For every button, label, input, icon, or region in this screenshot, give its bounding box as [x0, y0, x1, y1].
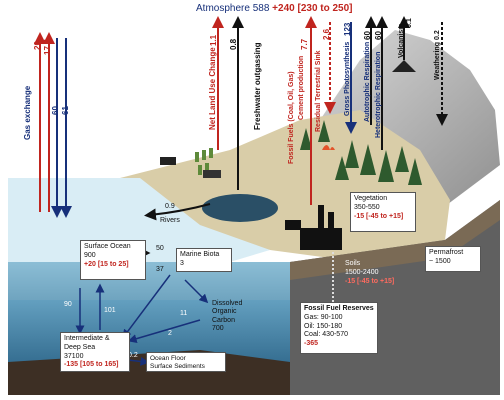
lake [202, 194, 278, 222]
weathering-label: Weathering [434, 42, 441, 80]
deep-sea-delta: -135 [105 to 165] [64, 361, 119, 369]
soils-delta: -15 [-45 to +15] [345, 277, 395, 285]
flow-37: 37 [156, 266, 164, 273]
atmosphere-delta: +240 [272, 3, 295, 14]
forest [300, 120, 422, 185]
vegetation-value: 350-550 [354, 203, 380, 211]
freshwater-value: 0.8 [229, 38, 238, 50]
residual-sink-label: Residual Terrestrial Sink [315, 50, 322, 132]
doc-line2: Organic [212, 308, 237, 316]
hetero-resp-label: Heterotrophic Respiration [375, 51, 382, 138]
fossil-label: Fossil Fuels (Coal, Oil, Gas) [288, 71, 295, 164]
flow-0-2: 0.2 [128, 352, 138, 359]
rivers-label: Rivers [160, 217, 180, 224]
gas-exchange-label: Gas exchange [23, 85, 32, 140]
marine-biota-box: Marine Biota 3 [176, 248, 232, 272]
surface-ocean-value: 900 [84, 251, 96, 259]
volcanism-value: 0.1 [406, 18, 413, 28]
marine-biota-name: Marine Biota [180, 251, 220, 258]
fossil-reserves-title: Fossil Fuel Reserves [304, 305, 374, 312]
deep-sea-line2: Deep Sea [64, 343, 96, 351]
crops [195, 148, 213, 175]
fire-icon [322, 145, 335, 150]
flow-2: 2 [168, 330, 172, 337]
atmosphere-title: Atmosphere 588 +240 [230 to 250] [196, 4, 353, 14]
auto-resp-value: 60 [363, 31, 372, 40]
rivers-value: 0.9 [165, 203, 175, 210]
soils-box: Soils 1500-2400 -15 [-45 to +15] [342, 258, 422, 300]
surface-ocean-delta: +20 [15 to 25] [84, 260, 129, 268]
hetero-resp-value: 60 [374, 31, 383, 40]
auto-resp-label: Autotrophic Respiration [364, 41, 371, 122]
marine-biota-value: 3 [180, 259, 184, 267]
volcano-icon [392, 60, 416, 72]
deep-sea-line1: Intermediate & [64, 335, 110, 342]
gas-red2-value: 17.7 [43, 39, 52, 55]
cement-label: Cement production [298, 55, 305, 120]
vegetation-delta: -15 [-45 to +15] [354, 212, 404, 220]
weathering-value: 0.2 [434, 30, 441, 40]
flow-11: 11 [180, 310, 188, 317]
volcanism-label: Volcanism [398, 23, 405, 59]
atmosphere-natural: 588 [252, 3, 270, 14]
gas-blue-value: 60 [51, 106, 60, 115]
fossil-delta: -365 [304, 340, 319, 347]
doc-value: 700 [212, 325, 224, 333]
soil-layer [290, 200, 500, 280]
surface-ocean-name: Surface Ocean [84, 243, 131, 250]
soils-value: 1500-2400 [345, 268, 379, 276]
land-use-label: Net Land Use Change [208, 47, 217, 130]
vegetation-name: Vegetation [354, 195, 388, 202]
gas-blue2-value: 61 [61, 106, 70, 115]
flow-101: 101 [104, 307, 116, 314]
gpp-label: Gross Photosynthesis [344, 41, 351, 116]
cow [160, 157, 176, 165]
flow-90: 90 [64, 301, 72, 308]
gpp-value: 123 [343, 22, 352, 36]
deep-sea-value: 37100 [64, 352, 84, 360]
fossil-value: 7.7 [300, 38, 309, 50]
sediments-line2: Surface Sediments [150, 363, 205, 371]
land-use-value: 1.1 [209, 34, 218, 46]
factory-icon [285, 205, 342, 250]
ocean-surface [8, 178, 270, 262]
tractor [203, 170, 221, 178]
atmosphere-label: Atmosphere [196, 3, 250, 14]
permafrost-box: Permafrost ~ 1500 [425, 246, 481, 272]
fossil-gas: Gas: 90-100 [304, 313, 343, 321]
permafrost-name: Permafrost [429, 249, 464, 256]
fossil-coal: Coal: 430-570 [304, 331, 348, 339]
permafrost-value: ~ 1500 [429, 257, 451, 265]
doc-line1: Dissolved [212, 300, 243, 307]
residual-sink-value: 2.6 [322, 28, 331, 40]
deep-sea-box: Intermediate & Deep Sea 37100 -135 [105 … [60, 332, 130, 372]
surface-ocean-box: Surface Ocean 900 +20 [15 to 25] [80, 240, 146, 280]
vegetation-box: Vegetation 350-550 -15 [-45 to +15] [350, 192, 416, 232]
doc-line3: Carbon [212, 316, 235, 324]
sediments-box: Ocean Floor Surface Sediments [146, 352, 226, 372]
freshwater-label: Freshwater outgassing [253, 42, 262, 130]
doc-label: Dissolved Organic Carbon 700 [212, 300, 242, 334]
sediments-line1: Ocean Floor [150, 355, 186, 362]
soils-name: Soils [345, 260, 361, 267]
fossil-reserves-box: Fossil Fuel Reserves Gas: 90-100 Oil: 15… [300, 302, 378, 354]
flow-50: 50 [156, 245, 164, 252]
fossil-oil: Oil: 150-180 [304, 322, 343, 330]
atmosphere-range: [230 to 250] [297, 3, 353, 14]
gas-red-value: 20 [33, 41, 42, 50]
